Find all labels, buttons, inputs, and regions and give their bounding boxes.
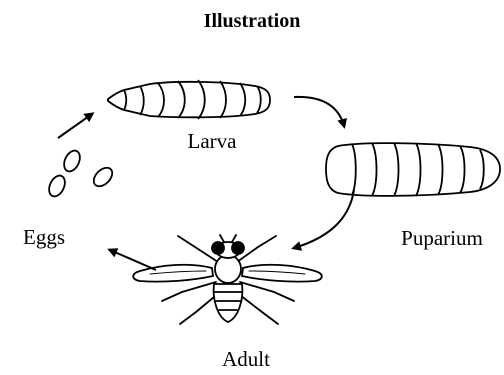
adult-label: Adult	[222, 347, 270, 371]
puparium-label: Puparium	[401, 226, 483, 250]
eggs-label: Eggs	[23, 225, 65, 249]
arrow-icon	[110, 250, 156, 270]
eggs-icon	[46, 148, 116, 199]
larva-icon	[108, 80, 270, 119]
arrow-icon	[58, 114, 92, 138]
larva-label: Larva	[188, 129, 238, 153]
arrow-icon	[294, 190, 354, 248]
diagram-title: Illustration	[204, 10, 301, 32]
fly-icon	[133, 235, 322, 324]
puparium-icon	[326, 143, 500, 196]
arrow-icon	[294, 97, 344, 126]
